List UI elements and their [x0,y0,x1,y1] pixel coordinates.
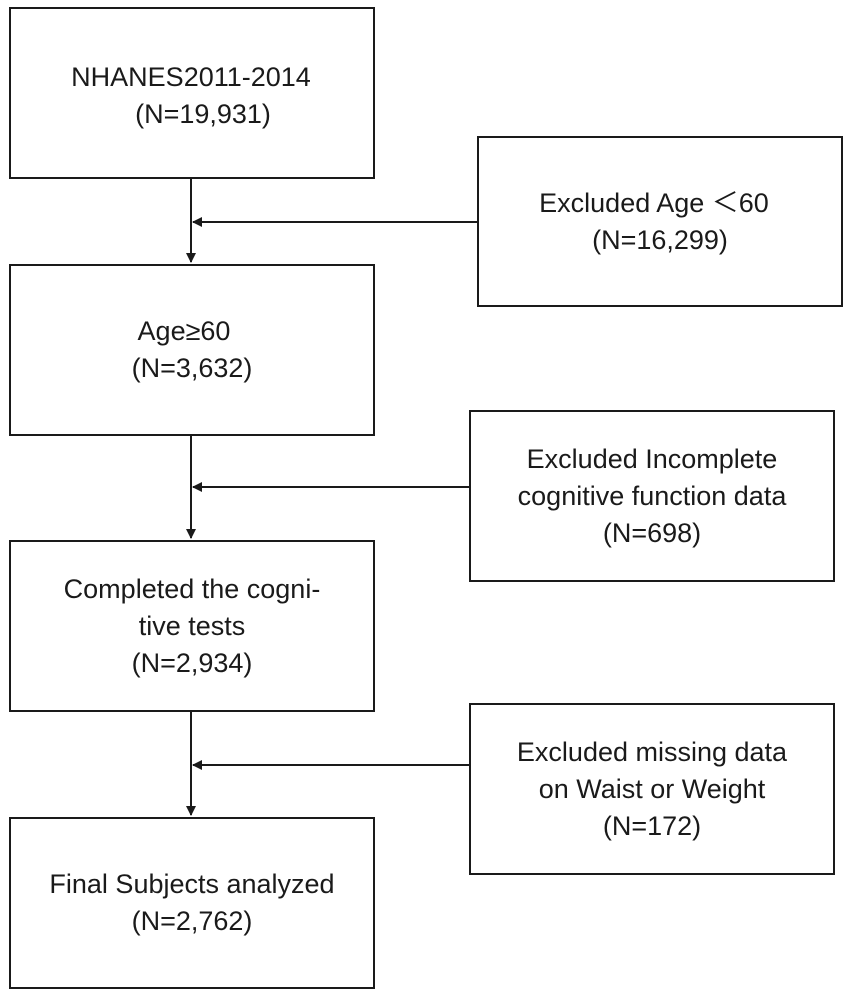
box-excluded-age: Excluded Age ＜60 (N=16,299) [477,136,843,307]
box-completed-line-3: (N=2,934) [131,647,253,678]
box-excluded-waist-weight: Excluded missing data on Waist or Weight… [469,703,835,875]
box-excluded-cognitive-line-1: Excluded Incomplete [526,443,778,474]
box-excluded-waist-line-2: on Waist or Weight [538,773,766,804]
box-excluded-age-line-2: (N=16,299) [592,224,728,255]
box-final-line-1: Final Subjects analyzed [49,869,335,899]
box-excluded-waist-line-1: Excluded missing data [516,736,788,767]
box-nhanes-total: NHANES2011-2014 (N=19,931) [9,7,375,179]
box-age-60-plus-line-1: Age≥60 [137,316,231,346]
box-final-subjects: Final Subjects analyzed (N=2,762) [9,817,375,989]
box-nhanes-total-line-1: NHANES2011-2014 [71,62,311,92]
box-nhanes-total-line-2: (N=19,931) [135,99,271,129]
box-age-60-plus: Age≥60 (N=3,632) [9,264,375,436]
box-age-60-plus-line-2: (N=3,632) [131,353,253,383]
box-completed-line-2: tive tests [138,610,246,641]
box-completed-cognitive-tests: Completed the cogni- tive tests (N=2,934… [9,540,375,712]
box-final-line-2: (N=2,762) [131,906,253,936]
box-excluded-cognitive-line-3: (N=698) [602,517,702,548]
box-excluded-cognitive: Excluded Incomplete cognitive function d… [469,410,835,582]
box-excluded-cognitive-line-2: cognitive function data [517,480,787,511]
box-excluded-age-line-1: Excluded Age ＜60 [539,187,769,218]
box-excluded-waist-line-3: (N=172) [602,810,702,841]
box-completed-line-1: Completed the cogni- [63,573,321,604]
